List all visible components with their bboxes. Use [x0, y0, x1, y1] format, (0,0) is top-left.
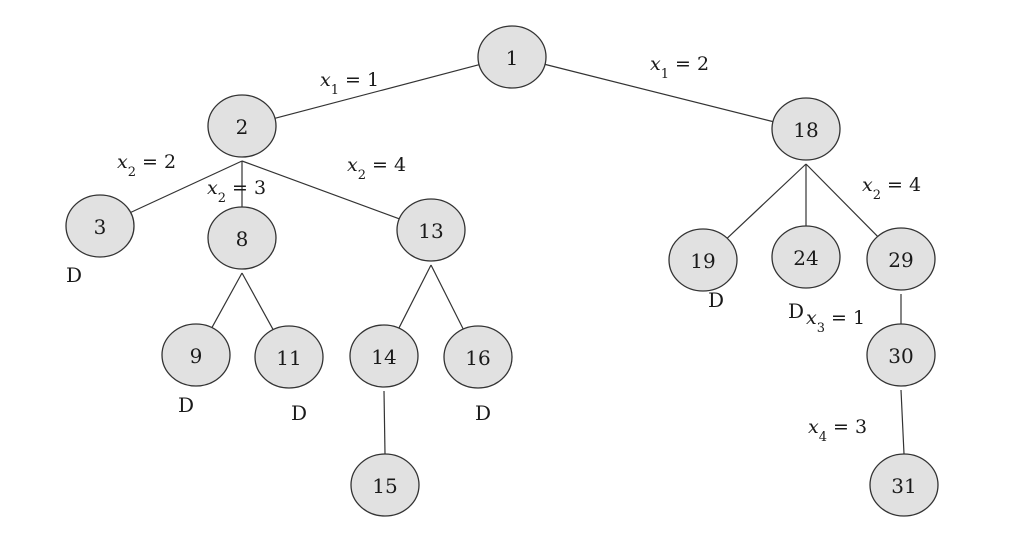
- node-16: 16: [443, 325, 513, 389]
- node-1: 1: [477, 25, 547, 89]
- edge-2-3: [127, 160, 243, 215]
- node-label: 13: [418, 219, 443, 243]
- node-label: 11: [276, 346, 301, 370]
- node-circle: [866, 227, 936, 291]
- edge-13-16: [430, 264, 465, 332]
- node-13: 13: [396, 198, 466, 262]
- node-label: 16: [465, 346, 490, 370]
- node-circle: [161, 323, 231, 387]
- edges: [127, 63, 905, 455]
- edge-label: x1 = 1: [320, 69, 379, 98]
- node-18: 18: [771, 97, 841, 161]
- node-circle: [668, 228, 738, 292]
- node-label: 30: [888, 344, 913, 368]
- node-circle: [254, 325, 324, 389]
- node-31: 31: [869, 453, 939, 517]
- node-circle: [349, 324, 419, 388]
- node-circle: [771, 225, 841, 289]
- node-circle: [771, 97, 841, 161]
- nodes: 1 2 3 8 9 11 13 14 15 16 18 19 24 29 30 31: [65, 25, 939, 517]
- node-label: 1: [506, 46, 519, 70]
- edge-label: x2 = 4: [347, 154, 406, 183]
- node-circle: [350, 453, 420, 517]
- dead-marker: D: [66, 263, 82, 287]
- node-circle: [443, 325, 513, 389]
- node-label: 3: [94, 215, 107, 239]
- edge-1-18: [544, 63, 774, 123]
- node-8: 8: [207, 206, 277, 270]
- node-19: 19: [668, 228, 738, 292]
- node-circle: [396, 198, 466, 262]
- node-29: 29: [866, 227, 936, 291]
- node-15: 15: [350, 453, 420, 517]
- edge-label: x2 = 2: [117, 151, 176, 180]
- edge-1-2: [274, 64, 480, 119]
- node-label: 31: [891, 474, 916, 498]
- node-circle: [869, 453, 939, 517]
- edge-30-31: [900, 389, 905, 455]
- edge-8-11: [241, 272, 275, 332]
- node-label: 8: [236, 227, 249, 251]
- node-circle: [207, 94, 277, 158]
- dead-marker: D: [291, 401, 307, 425]
- edge-8-9: [210, 272, 243, 330]
- dead-marker: D: [178, 393, 194, 417]
- node-label: 29: [888, 248, 913, 272]
- edge-14-15: [383, 390, 386, 455]
- edge-13-14: [397, 264, 432, 331]
- edge-label: x4 = 3: [808, 416, 867, 445]
- dead-marker: D: [708, 288, 724, 312]
- edge-18-29: [805, 163, 880, 239]
- node-3: 3: [65, 194, 135, 258]
- node-label: 15: [372, 474, 397, 498]
- node-circle: [477, 25, 547, 89]
- edge-label: x2 = 3: [207, 177, 266, 206]
- node-circle: [866, 323, 936, 387]
- node-30: 30: [866, 323, 936, 387]
- node-2: 2: [207, 94, 277, 158]
- node-24: 24: [771, 225, 841, 289]
- edge-label: x3 = 1: [806, 307, 865, 336]
- dead-markers: D D D D D D: [66, 263, 804, 425]
- node-14: 14: [349, 324, 419, 388]
- node-11: 11: [254, 325, 324, 389]
- node-label: 9: [190, 344, 203, 368]
- node-label: 24: [793, 246, 818, 270]
- dead-marker: D: [788, 299, 804, 323]
- node-9: 9: [161, 323, 231, 387]
- edge-labels: x1 = 1 x1 = 2 x2 = 2 x2 = 3 x2 = 4 x2 = 4 x3 =…: [117, 53, 921, 445]
- node-label: 18: [793, 118, 818, 142]
- edge-label: x2 = 4: [862, 174, 921, 203]
- node-circle: [65, 194, 135, 258]
- node-label: 19: [690, 249, 715, 273]
- node-circle: [207, 206, 277, 270]
- edge-label: x1 = 2: [650, 53, 709, 82]
- edge-2-13: [241, 160, 403, 221]
- edge-18-19: [724, 163, 807, 241]
- node-label: 14: [371, 345, 396, 369]
- node-label: 2: [236, 115, 249, 139]
- dead-marker: D: [475, 401, 491, 425]
